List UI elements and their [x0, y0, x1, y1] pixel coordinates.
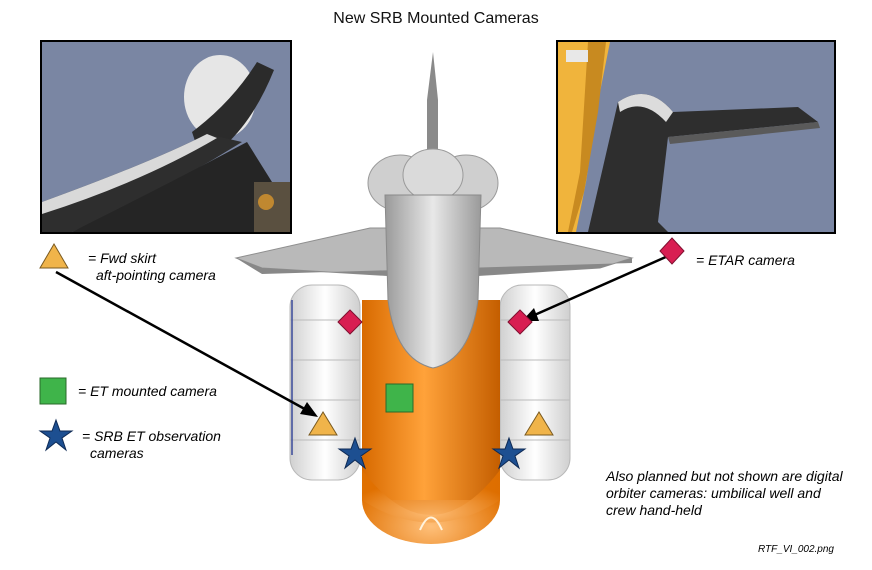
right-etar-diamond-icon — [507, 309, 533, 335]
srb-et-label-line1: = SRB ET observation — [82, 428, 221, 444]
left-etar-diamond-icon — [337, 309, 363, 335]
et-mounted-square-icon — [385, 383, 414, 413]
legend-square-icon — [39, 377, 67, 405]
legend-diamond-icon — [659, 237, 685, 265]
left-srb — [289, 284, 361, 481]
image-filename: RTF_VI_002.png — [758, 544, 834, 555]
srb-et-observation-legend-label: = SRB ET observation cameras — [82, 428, 221, 462]
fwd-skirt-pointer-arrow — [55, 270, 318, 417]
right-srb-star-icon — [491, 436, 527, 470]
left-srb-star-icon — [337, 436, 373, 470]
orbiter — [234, 52, 634, 369]
right-fwd-skirt-triangle-icon — [524, 411, 554, 436]
external-tank — [362, 300, 500, 544]
etar-camera-view-image — [556, 40, 836, 234]
srb-et-label-line2: cameras — [90, 445, 144, 461]
fwd-skirt-label-line2: aft-pointing camera — [96, 267, 216, 283]
fwd-skirt-label-line1: = Fwd skirt — [88, 250, 157, 266]
etar-legend-label: = ETAR camera — [696, 252, 795, 268]
legend-triangle-icon — [39, 243, 69, 269]
fwd-skirt-legend-label: = Fwd skirt aft-pointing camera — [88, 250, 216, 284]
diagram-title: New SRB Mounted Cameras — [333, 10, 539, 27]
fwd-skirt-camera-view-image — [40, 40, 292, 234]
left-fwd-skirt-triangle-icon — [308, 411, 338, 436]
planned-cameras-note: Also planned but not shown are digital o… — [606, 468, 843, 518]
legend-star-icon — [38, 418, 74, 452]
et-mounted-legend-label: = ET mounted camera — [78, 383, 217, 399]
